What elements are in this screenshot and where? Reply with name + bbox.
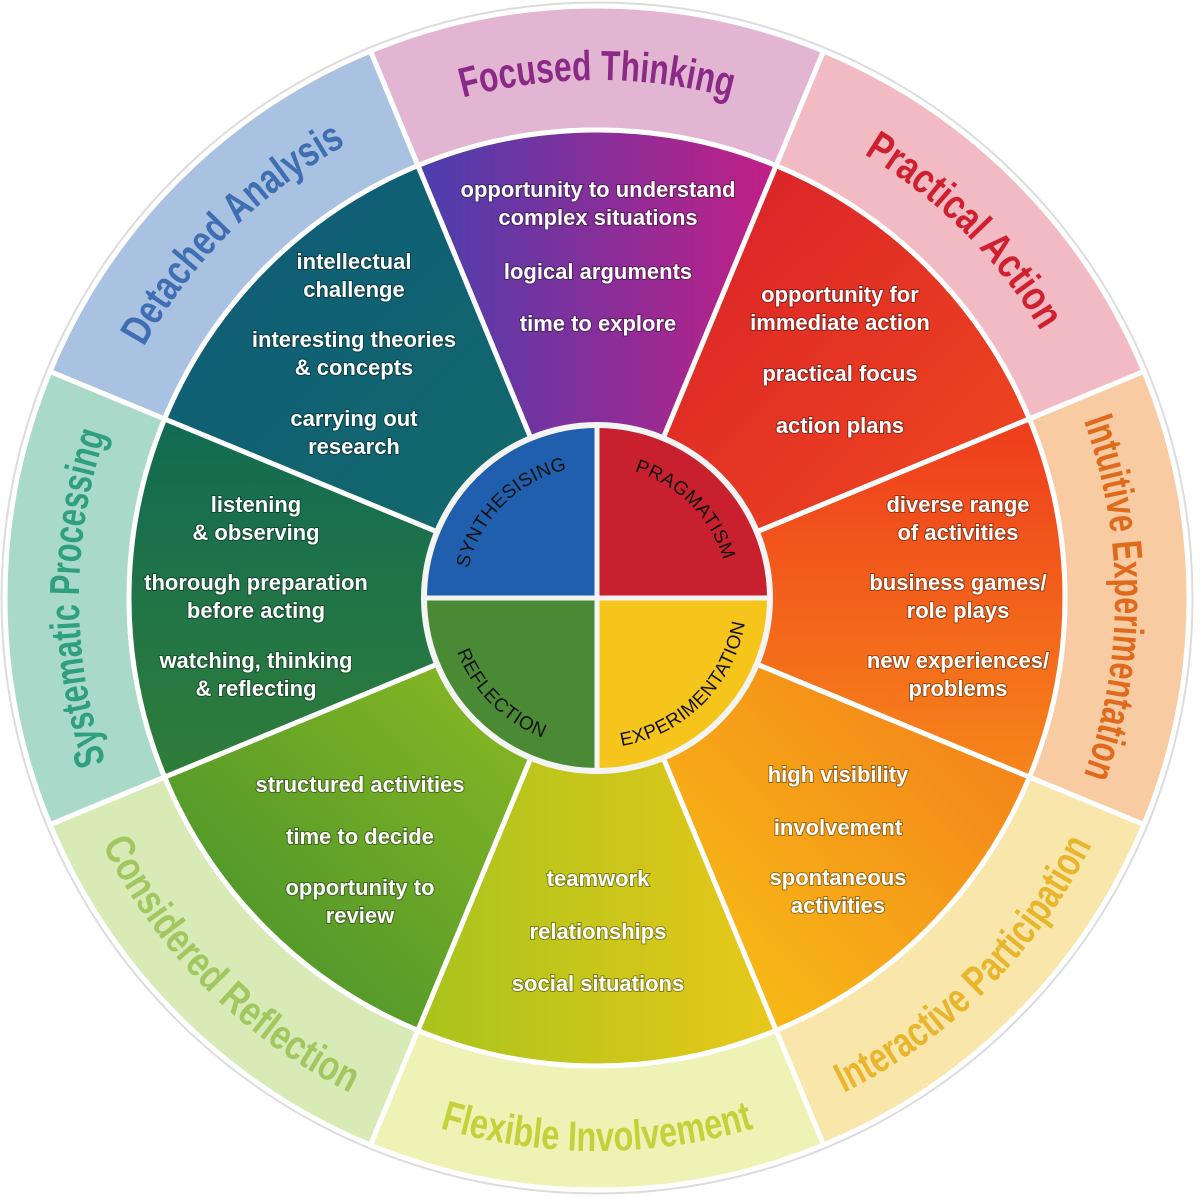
sector-item-text: structured activities xyxy=(255,772,464,797)
sector-item-text: teamwork xyxy=(547,866,650,891)
sector-item-text: carrying out xyxy=(290,406,418,431)
sector-item-text: practical focus xyxy=(762,361,917,386)
sector-item-text: involvement xyxy=(774,815,903,840)
sector-item-text: logical arguments xyxy=(504,259,692,284)
sector-item-text: new experiences/ xyxy=(867,648,1049,673)
sector-item-text: research xyxy=(308,434,400,459)
sector-item-text: review xyxy=(326,903,395,928)
sector-item-text: time to explore xyxy=(520,311,676,336)
sector-item-text: business games/ xyxy=(869,570,1046,595)
sector-item-text: opportunity for xyxy=(761,282,919,307)
sector-item-text: opportunity to understand xyxy=(461,177,736,202)
sector-item-text: of activities xyxy=(897,520,1018,545)
sector-item-text: intellectual xyxy=(297,249,412,274)
inner-sectors xyxy=(126,127,1068,1069)
sector-item-text: immediate action xyxy=(750,310,930,335)
sector-item-text: & observing xyxy=(192,520,319,545)
sector-item-text: watching, thinking xyxy=(158,648,352,673)
sector-item-text: action plans xyxy=(776,413,904,438)
sector-item-text: diverse range xyxy=(886,492,1029,517)
sector-item-text: time to decide xyxy=(286,824,434,849)
sector-item-text: role plays xyxy=(907,598,1010,623)
sector-item-text: spontaneous xyxy=(770,865,907,890)
center-border xyxy=(421,422,773,774)
sector-item-text: challenge xyxy=(303,277,404,302)
sector-item-text: before acting xyxy=(187,598,325,623)
sector-item-text: thorough preparation xyxy=(144,570,368,595)
sector-item-text: & reflecting xyxy=(195,676,316,701)
sector-item-text: problems xyxy=(908,676,1007,701)
sector-item-text: relationships xyxy=(530,919,667,944)
sector-item-text: listening xyxy=(211,492,301,517)
sector-item-text: complex situations xyxy=(498,205,697,230)
sector-item-text: social situations xyxy=(512,971,684,996)
sector-item-text: high visibility xyxy=(768,762,909,787)
sector-item-text: interesting theories xyxy=(252,327,456,352)
sector-item-text: & concepts xyxy=(295,355,414,380)
sector-item-text: activities xyxy=(791,893,885,918)
sector-item-text: opportunity to xyxy=(285,875,434,900)
